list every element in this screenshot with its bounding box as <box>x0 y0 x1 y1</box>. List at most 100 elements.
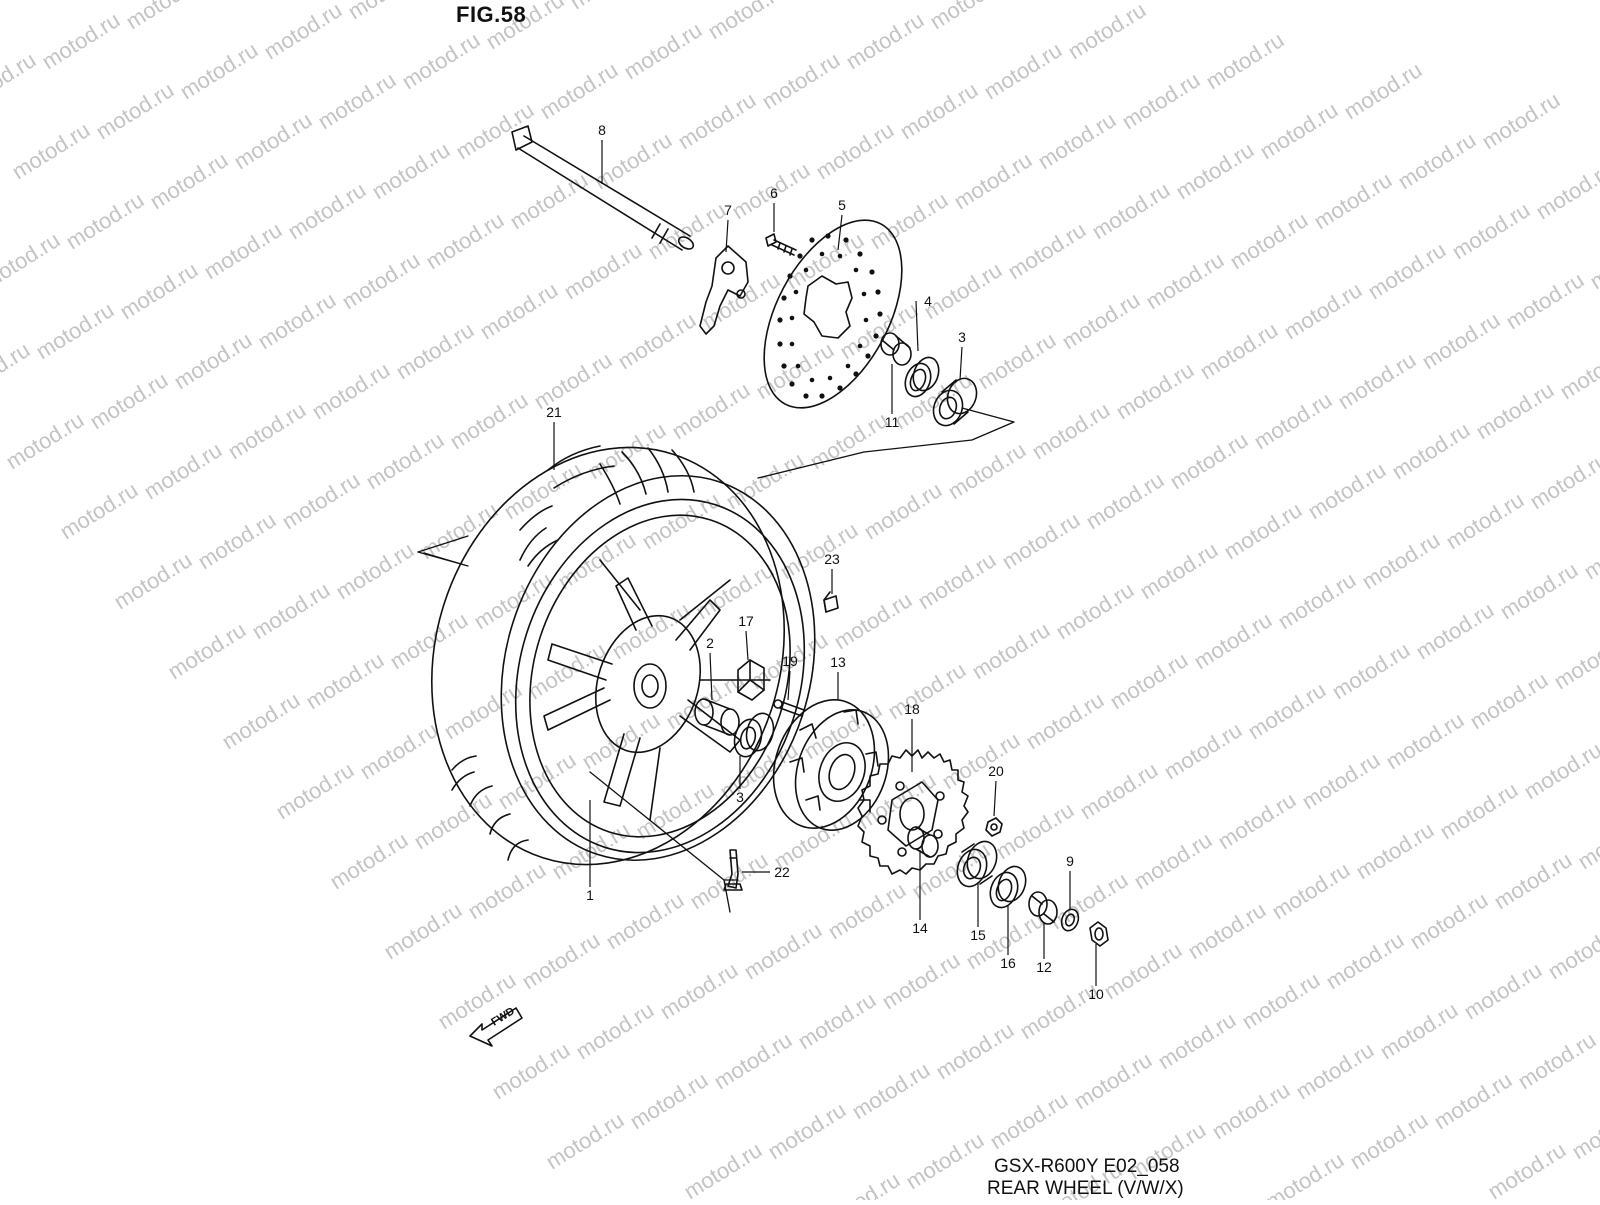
watermark-text: motod.ru <box>1129 827 1216 894</box>
watermark-text: motod.ru <box>1249 387 1336 454</box>
watermark-text: motod.ru <box>169 327 256 394</box>
callout-number: 11 <box>885 414 900 430</box>
callout-number: 3 <box>958 329 966 345</box>
watermark-text: motod.ru <box>1555 337 1600 404</box>
bearing-part-lower <box>733 712 775 758</box>
watermark-text: motod.ru <box>931 1017 1018 1084</box>
watermark-text: motod.ru <box>1267 857 1354 924</box>
watermark-text: motod.ru <box>535 57 622 124</box>
model-code: GSX-R600Y E02_058 <box>994 1156 1180 1177</box>
watermark-text: motod.ru <box>421 207 508 274</box>
watermark-text: motod.ru <box>55 477 142 544</box>
watermark-text: motod.ru <box>913 547 1000 614</box>
watermark-text: motod.ru <box>565 0 652 14</box>
brake-disc-part <box>763 219 903 409</box>
watermark-text: motod.ru <box>763 1097 850 1164</box>
callout-number: 3 <box>736 789 744 805</box>
watermark-text: motod.ru <box>85 367 172 434</box>
watermark-text: motod.ru <box>1135 537 1222 604</box>
watermark-text: motod.ru <box>1279 277 1366 344</box>
watermark-text: motod.ru <box>259 0 346 64</box>
caliper-bracket-part <box>699 245 749 335</box>
watermark-text: motod.ru <box>895 77 982 144</box>
watermark-text: motod.ru <box>1489 847 1576 914</box>
watermark-text: motod.ru <box>217 687 304 754</box>
watermark-text: motod.ru <box>1495 557 1582 624</box>
watermark-text: motod.ru <box>889 367 976 434</box>
watermark-text: motod.ru <box>841 7 928 74</box>
watermark-text: motod.ru <box>1441 487 1528 554</box>
callout-leader <box>787 670 791 701</box>
watermark-text: motod.ru <box>943 437 1030 504</box>
watermark-text: motod.ru <box>709 1027 796 1094</box>
watermark-text: motod.ru <box>691 557 778 624</box>
watermark-text: motod.ru <box>1465 667 1552 734</box>
rim-part <box>514 498 806 854</box>
watermark-text: motod.ru <box>877 947 964 1014</box>
axle-nut-part <box>1089 921 1109 947</box>
watermark-text: motod.ru <box>1165 427 1252 494</box>
watermark-text: motod.ru <box>1219 497 1306 564</box>
watermark-text: motod.ru <box>1213 787 1300 854</box>
watermark-text: motod.ru <box>901 1127 988 1194</box>
watermark-text: motod.ru <box>985 1087 1072 1154</box>
callout-leader <box>745 630 749 661</box>
figure-label: FIG.58 <box>456 2 527 27</box>
watermark-text: motod.ru <box>721 447 808 514</box>
watermark-text: motod.ru <box>0 227 64 294</box>
watermark-text: motod.ru <box>1195 317 1282 384</box>
watermark-text: motod.ru <box>1117 67 1204 134</box>
watermark-text: motod.ru <box>1255 97 1342 164</box>
callout-number: 10 <box>1088 986 1104 1002</box>
watermark-text: motod.ru <box>1567 1097 1600 1164</box>
watermark-text: motod.ru <box>0 47 40 114</box>
callout-leader <box>915 300 919 352</box>
watermark-text: motod.ru <box>1411 597 1498 664</box>
watermark-text: motod.ru <box>1153 1007 1240 1074</box>
watermark-text: motod.ru <box>613 307 700 374</box>
oil-seal-part <box>904 356 940 398</box>
watermark-text: motod.ru <box>757 47 844 114</box>
small-damper-part <box>823 591 839 613</box>
watermark-text: motod.ru <box>829 587 916 654</box>
callout-number: 22 <box>774 864 790 880</box>
watermark-text: motod.ru <box>343 0 430 24</box>
watermark-text: motod.ru <box>949 147 1036 214</box>
callout-number: 15 <box>970 927 986 943</box>
watermark-text: motod.ru <box>1417 307 1504 374</box>
watermark-text: motod.ru <box>1501 267 1588 334</box>
watermark-text: motod.ru <box>1261 1147 1348 1200</box>
watermark-text: motod.ru <box>391 317 478 384</box>
callout-number: 19 <box>782 653 798 669</box>
callout-leader-lines <box>553 140 1097 986</box>
watermark-text: motod.ru <box>859 477 946 544</box>
watermark-text: motod.ru <box>1159 717 1246 784</box>
watermark-text: motod.ru <box>1045 867 1132 934</box>
watermark-text: motod.ru <box>1519 737 1600 804</box>
watermark-text: motod.ru <box>1459 957 1546 1024</box>
watermark-text: motod.ru <box>385 607 472 674</box>
watermark-text: motod.ru <box>325 827 412 894</box>
callout-leader <box>837 214 843 251</box>
watermark-text: motod.ru <box>1573 807 1600 874</box>
watermark-text: motod.ru <box>1099 937 1186 1004</box>
watermark-text: motod.ru <box>1297 747 1384 814</box>
callout-number: 2 <box>706 635 714 651</box>
watermark-text: motod.ru <box>805 407 892 474</box>
watermark-text: motod.ru <box>1183 897 1270 964</box>
watermark-text: motod.ru <box>1033 107 1120 174</box>
watermark-text: motod.ru <box>463 857 550 924</box>
watermark-text: motod.ru <box>997 507 1084 574</box>
watermark-text: motod.ru <box>163 617 250 684</box>
sprocket-nut-part <box>985 817 1003 837</box>
watermark-text: motod.ru <box>193 507 280 574</box>
watermark-text: motod.ru <box>223 397 310 464</box>
watermark-text: motod.ru <box>1543 917 1600 984</box>
watermark-text: motod.ru <box>1105 647 1192 714</box>
watermark-text: motod.ru <box>1483 1137 1570 1200</box>
axle-part <box>511 125 695 251</box>
watermark-text: motod.ru <box>229 107 316 174</box>
sprocket-bearing-part <box>956 840 998 888</box>
